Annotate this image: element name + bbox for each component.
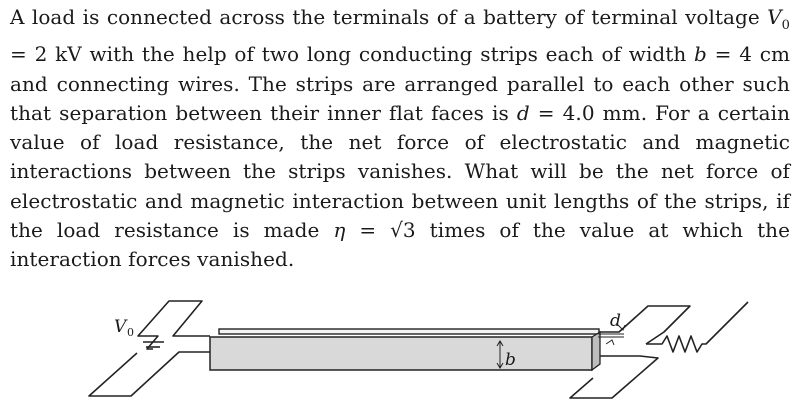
battery-label: V <box>114 317 128 337</box>
text-part-5: = √3 times of the value at which the int… <box>10 218 790 272</box>
voltage-subscript: 0 <box>781 18 790 33</box>
gap-arrow <box>598 323 626 346</box>
right-wire-bottom <box>569 355 659 399</box>
separation-symbol: d <box>516 100 530 125</box>
strip-end-face <box>591 330 601 372</box>
battery-label-subscript: 0 <box>127 326 134 339</box>
text-part-3: = 4 cm and connecting wires. The strips … <box>10 42 790 125</box>
load-resistor <box>646 301 749 353</box>
circuit-diagram: V 0 b d <box>88 300 749 399</box>
lower-strip <box>209 336 593 371</box>
problem-text: A load is connected across the terminals… <box>10 3 790 275</box>
width-label: b <box>505 350 516 370</box>
left-wire-bottom <box>88 351 212 397</box>
text-part-1: A load is connected across the terminals… <box>10 5 768 29</box>
text-part-2: = 2 kV with the help of two long conduct… <box>10 42 695 67</box>
gap-label: d <box>610 311 621 331</box>
right-wire-top <box>598 305 691 345</box>
voltage-symbol: V <box>767 5 782 29</box>
width-arrow <box>496 340 504 369</box>
eta-symbol: η <box>333 218 346 243</box>
text-part-4: = 4.0 mm. For a certain value of load re… <box>10 100 790 243</box>
circuit-figure: V 0 b d <box>0 290 800 417</box>
upper-strip <box>218 328 600 335</box>
width-symbol: b <box>694 42 707 67</box>
